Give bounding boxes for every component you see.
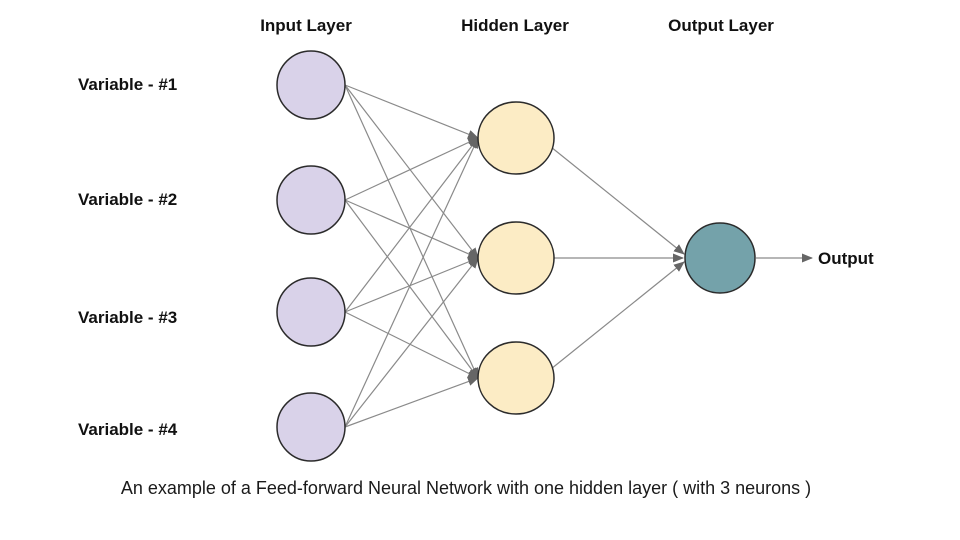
layer-title-output: Output Layer [668,16,774,35]
hidden-to-output-edges [550,146,685,370]
input-node-4 [276,392,346,462]
input-node-3 [276,277,346,347]
variable-label-3: Variable - #3 [78,308,178,327]
edge-i1-h1 [344,84,479,139]
caption: An example of a Feed-forward Neural Netw… [120,478,812,498]
input-node-1 [276,50,346,120]
edge-i2-h3 [344,199,479,379]
edge-i4-h1 [344,137,479,428]
input-node-2 [276,165,346,235]
edge-i3-h1 [344,137,479,313]
edge-h1-o1 [550,146,685,255]
layer-title-hidden: Hidden Layer [461,16,569,35]
edge-i3-h2 [344,257,479,313]
output-node [684,222,756,294]
input-to-hidden-edges [344,84,479,428]
edge-i3-h3 [344,311,479,379]
variable-label-4: Variable - #4 [78,420,178,439]
hidden-node-3 [477,341,555,415]
variable-label-1: Variable - #1 [78,75,178,94]
edge-i2-h1 [344,137,479,201]
hidden-node-1 [477,101,555,175]
layer-title-input: Input Layer [260,16,352,35]
edge-h3-o1 [550,261,685,370]
variable-label-2: Variable - #2 [78,190,178,209]
edge-i4-h3 [344,377,479,428]
output-label: Output [818,249,874,268]
hidden-node-2 [477,221,555,295]
edge-i4-h2 [344,257,479,428]
edge-i1-h3 [344,84,479,379]
edge-i2-h2 [344,199,479,259]
edge-i1-h2 [344,84,479,259]
